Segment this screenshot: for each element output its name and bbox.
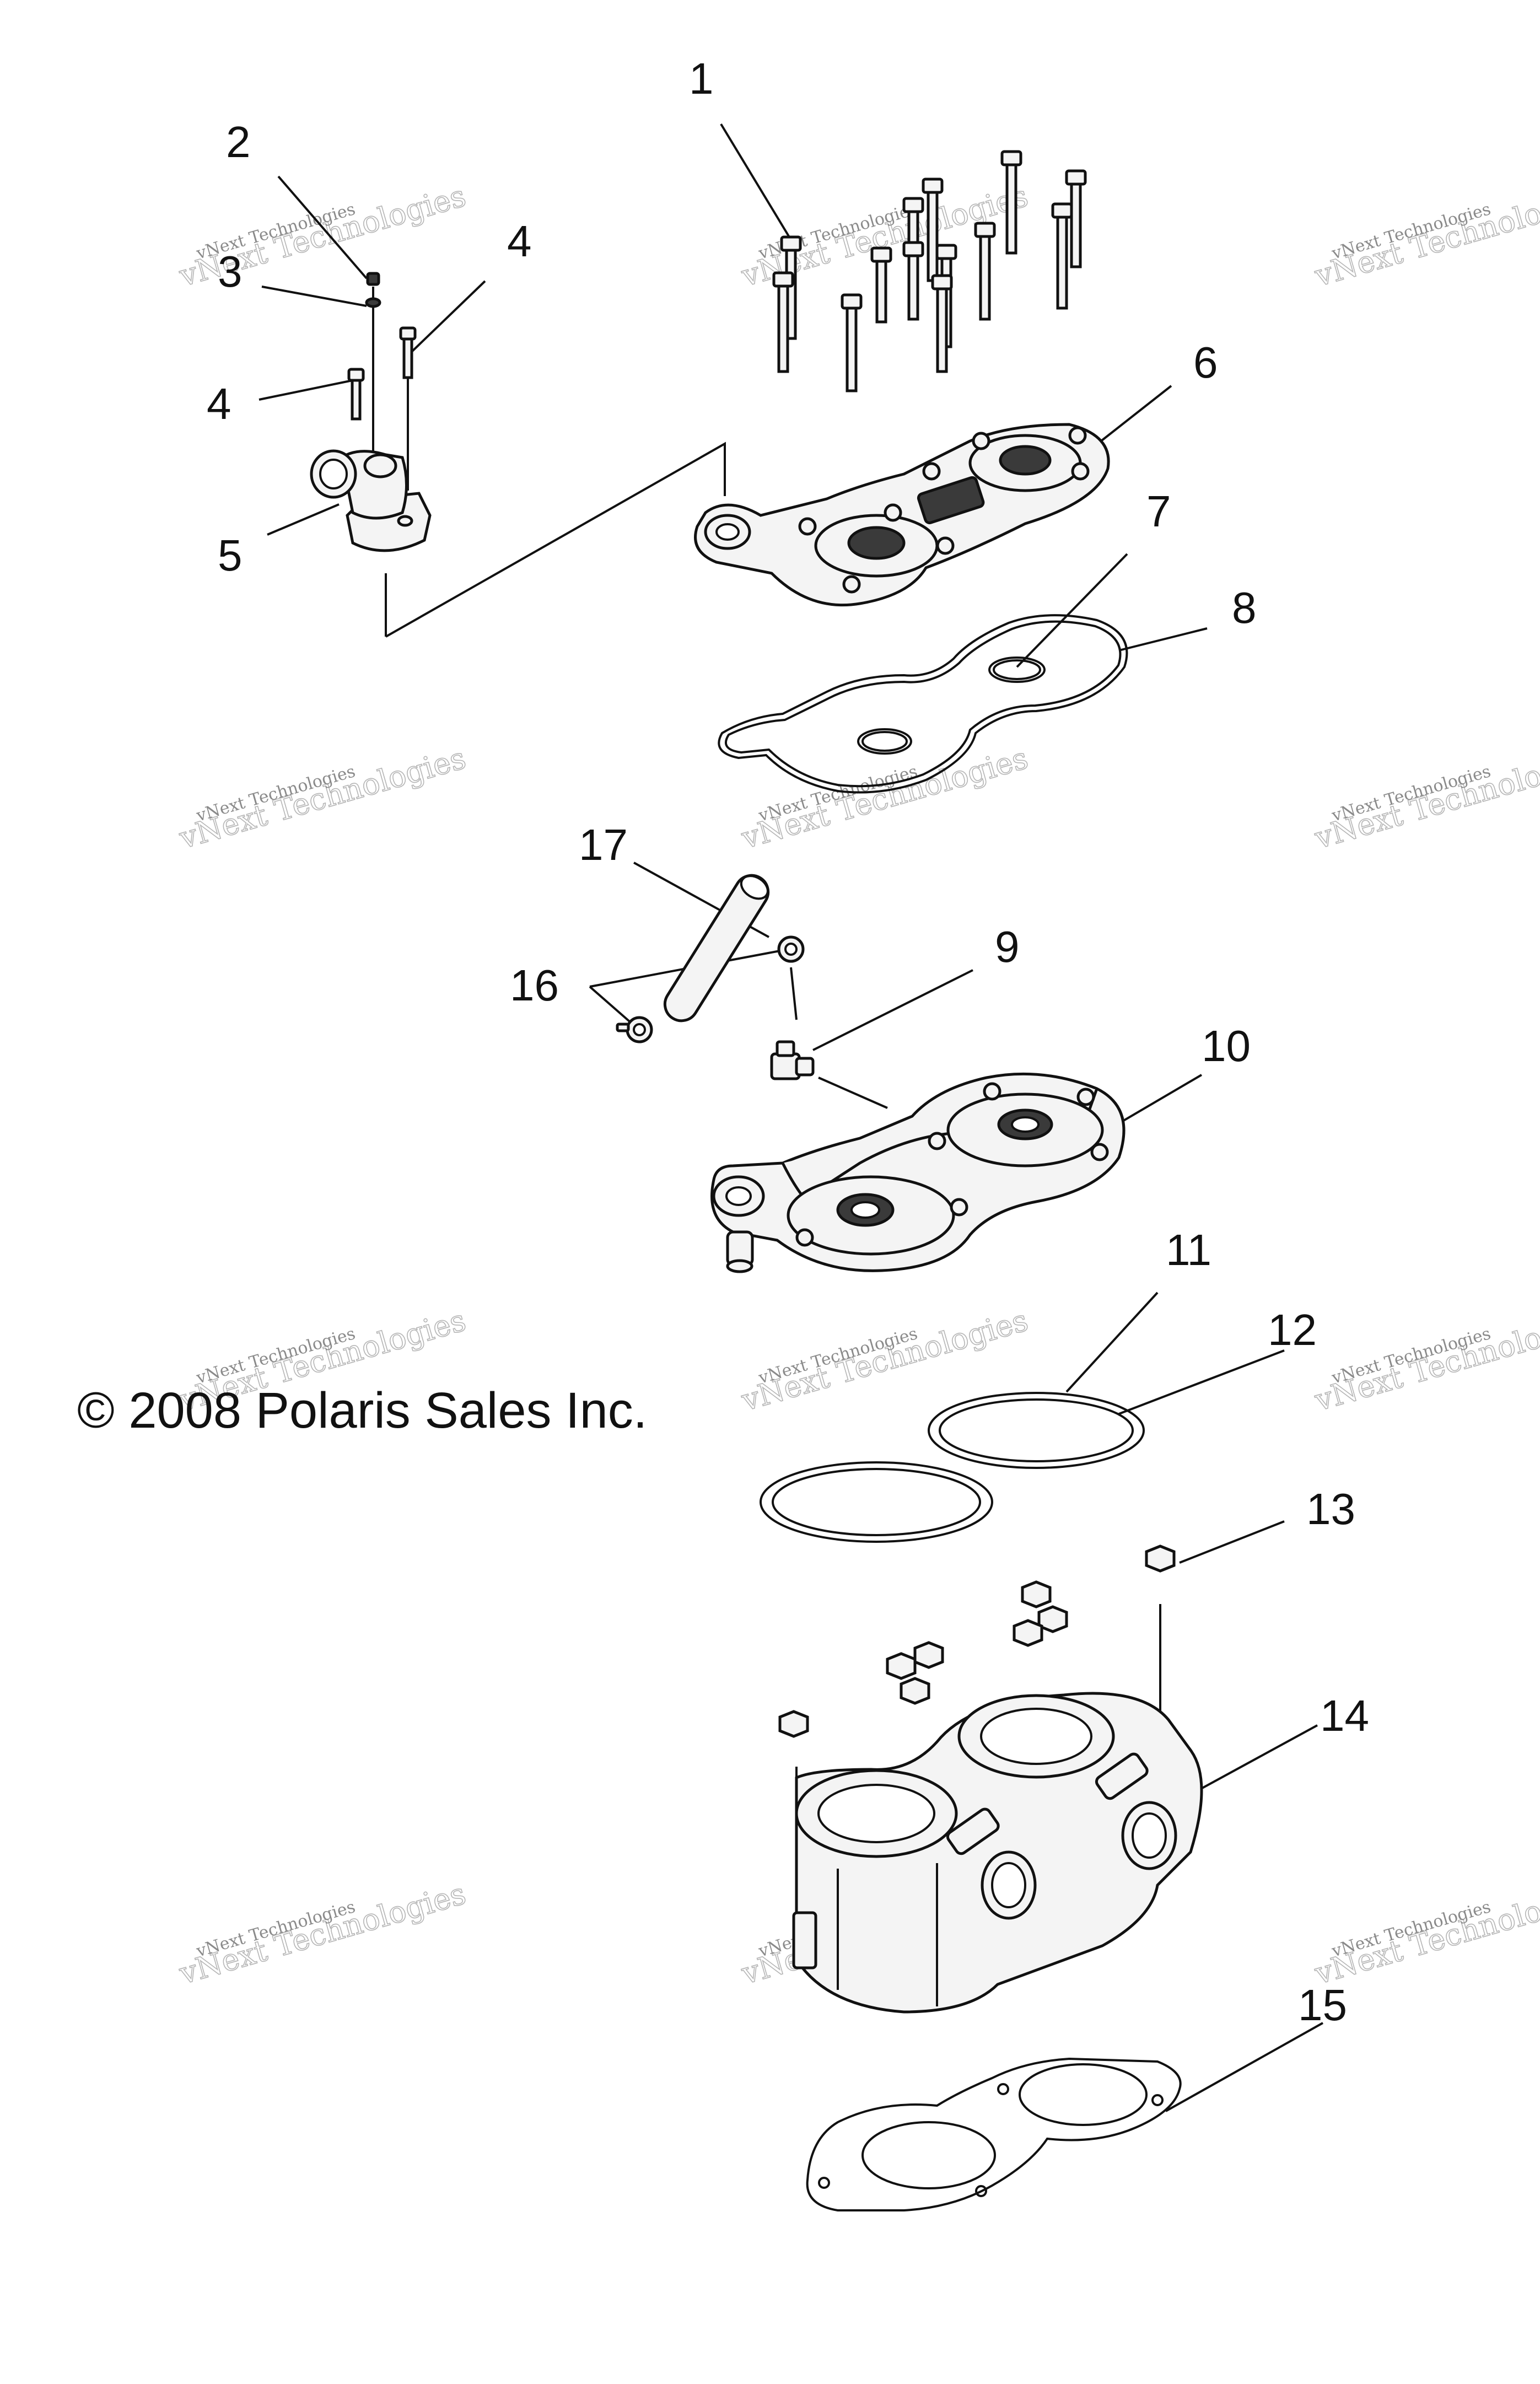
callout-4-upper: 4 — [507, 217, 532, 266]
cylinder-14 — [792, 1692, 1203, 2014]
callout-3: 3 — [218, 247, 243, 296]
clamp-16-upper — [777, 935, 805, 963]
leader-8 — [1118, 627, 1208, 652]
callout-16: 16 — [510, 961, 559, 1010]
nut — [900, 1677, 930, 1705]
head-bolt — [931, 274, 953, 373]
callout-17: 17 — [579, 820, 628, 869]
nut — [1021, 1580, 1052, 1608]
watermark: vNext Technologies vNext Technologies — [1310, 740, 1540, 856]
leader-15 — [1165, 2022, 1323, 2112]
leader-12 — [1118, 1349, 1285, 1415]
o-rings — [718, 614, 1128, 794]
screw-2 — [366, 272, 380, 286]
leader-4b — [259, 379, 353, 401]
head-gaskets — [760, 1392, 1145, 1543]
callout-9: 9 — [995, 922, 1020, 971]
watermark: vNext Technologies vNext Technologies — [175, 740, 470, 856]
o-ring-7b-inner — [861, 731, 908, 752]
head-bolt — [974, 222, 996, 321]
bolt-4-lower — [347, 368, 365, 421]
thermostat-assembly — [310, 272, 432, 552]
cylinder-head-10 — [710, 1072, 1126, 1273]
callout-4-lower: 4 — [207, 379, 231, 428]
nut — [913, 1641, 944, 1669]
base-gasket-15 — [806, 2057, 1182, 2211]
hose-17 — [663, 874, 770, 1023]
callout-13: 13 — [1306, 1484, 1355, 1533]
head-cover-6 — [694, 423, 1110, 607]
leader-10 — [1121, 1074, 1203, 1123]
watermark: vNext Technologies vNext Technologies — [1310, 1876, 1540, 1992]
washer-3 — [365, 297, 381, 308]
leader-1 — [720, 123, 794, 244]
clamp-16-lower — [616, 1016, 653, 1043]
leader-16b — [589, 986, 635, 1026]
o-ring-7-inner — [993, 659, 1041, 680]
bolt-4-upper — [399, 326, 417, 379]
o-ring-7 — [988, 656, 1046, 683]
hose-assembly — [616, 874, 805, 1043]
nut — [1145, 1545, 1176, 1573]
watermark: vNext Technologies vNext Technologies — [175, 1876, 470, 1992]
thermostat-housing-5 — [310, 449, 432, 552]
leader-4a — [410, 280, 486, 354]
head-bolt — [1065, 169, 1087, 268]
watermark-outline: vNext Technologies — [175, 741, 470, 856]
head-bolt — [902, 241, 924, 321]
gasket-8 — [718, 614, 1128, 794]
callout-15: 15 — [1298, 1981, 1347, 2030]
callout-2: 2 — [226, 117, 251, 166]
leader-11 — [1065, 1291, 1159, 1393]
leader-7 — [1016, 553, 1128, 668]
watermark: vNext Technologies vNext Technologies — [1310, 1303, 1540, 1418]
head-gasket-11 — [928, 1392, 1145, 1469]
watermark-outline: vNext Technologies — [175, 1876, 470, 1992]
callout-10: 10 — [1202, 1021, 1251, 1070]
watermark-outline: vNext Technologies — [737, 741, 1032, 856]
assembly-line-thermostat — [385, 442, 726, 638]
leader-3 — [261, 286, 367, 307]
nuts-13 — [778, 1545, 1176, 1738]
leader-5 — [267, 503, 340, 536]
leader-13 — [1179, 1520, 1285, 1564]
o-ring-7b — [857, 728, 912, 755]
head-bolt — [1000, 150, 1022, 255]
assembly-line-elbow — [790, 967, 798, 1020]
nut — [1013, 1619, 1043, 1647]
head-bolt — [841, 293, 863, 392]
head-bolt — [870, 246, 892, 324]
nut — [778, 1710, 809, 1738]
assembly-line-elbow-head — [818, 1077, 888, 1109]
callout-6: 6 — [1193, 338, 1218, 387]
head-bolt — [772, 271, 794, 373]
head-gasket-12 — [760, 1461, 993, 1543]
leader-9 — [812, 969, 973, 1051]
callout-labels: 1 2 3 4 4 5 6 7 8 9 10 11 12 13 14 15 16… — [207, 54, 1369, 2030]
callout-12: 12 — [1268, 1305, 1317, 1354]
nut — [886, 1652, 917, 1680]
callout-5: 5 — [218, 531, 243, 580]
callout-1: 1 — [689, 54, 714, 103]
watermark: vNext Technologies vNext Technologies — [737, 1303, 1032, 1418]
head-bolt — [1051, 202, 1073, 310]
callout-11: 11 — [1166, 1225, 1211, 1274]
leader-14 — [1196, 1724, 1318, 1793]
watermark-outline: vNext Technologies — [737, 1303, 1032, 1418]
watermark: vNext Technologies vNext Technologies — [1310, 178, 1540, 294]
elbow-fitting-9 — [770, 1040, 815, 1080]
leader-6 — [1093, 385, 1172, 448]
head-bolts — [772, 150, 1087, 392]
callout-14: 14 — [1320, 1691, 1369, 1740]
copyright-notice: © 2008 Polaris Sales Inc. — [77, 1382, 647, 1439]
callout-7: 7 — [1146, 487, 1171, 536]
leader-2 — [277, 175, 368, 279]
callout-8: 8 — [1232, 583, 1257, 632]
watermark: vNext Technologies vNext Technologies — [175, 178, 470, 294]
